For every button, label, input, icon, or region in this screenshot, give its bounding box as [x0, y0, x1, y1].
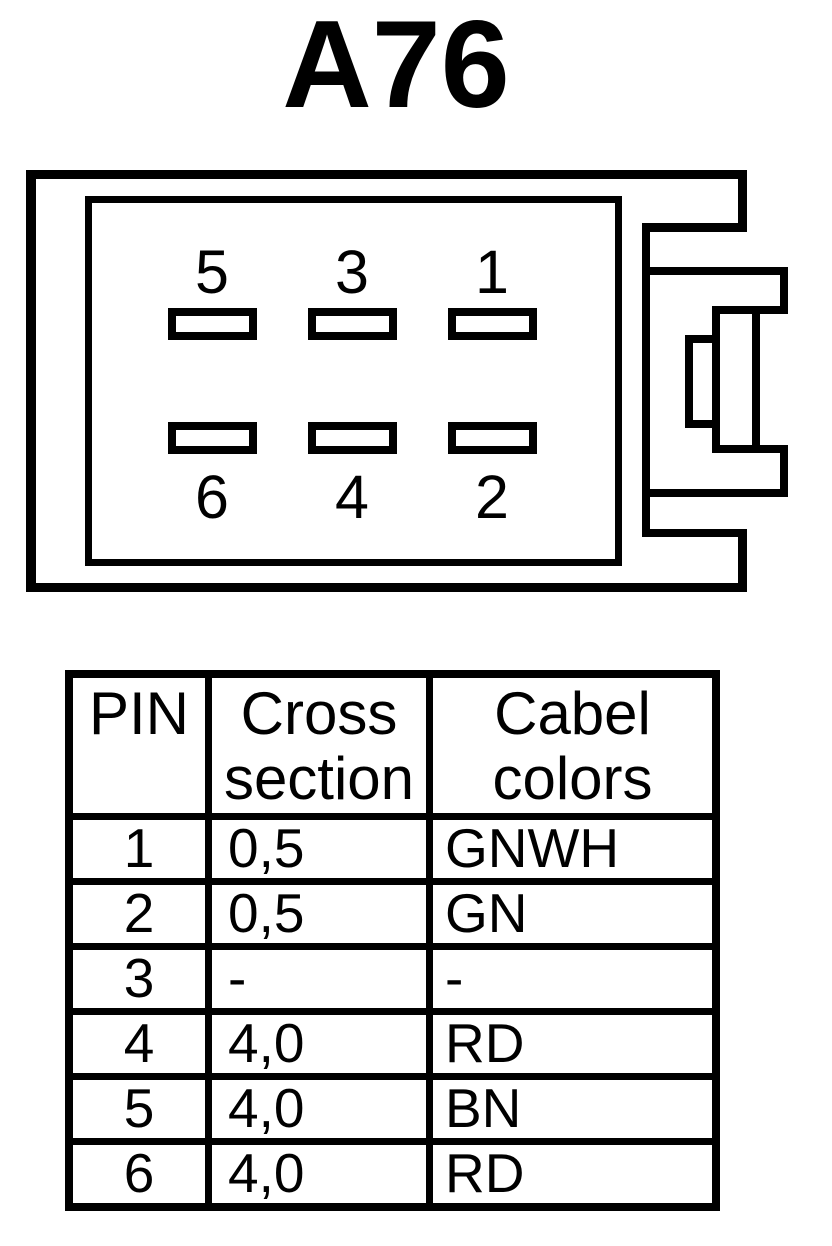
cross-section-cell: 4,0: [212, 1015, 433, 1073]
cable-color-cell: -: [445, 950, 464, 1008]
cable-color-cell: GN: [445, 885, 528, 943]
pin-slot: [448, 308, 537, 340]
connector-outline: [26, 170, 788, 592]
cross-section-cell: 0,5: [212, 820, 433, 878]
pin-slot: [308, 422, 397, 454]
pin-number-label: 2: [475, 463, 509, 531]
pin-slot: [168, 308, 257, 340]
pin-number-label: 3: [335, 238, 369, 306]
table-row: 2 0,5 GN: [73, 878, 712, 943]
pinout-table: PIN Cross section Cabel colors 1 0,5 GNW…: [65, 670, 720, 1211]
pin-number-label: 6: [195, 463, 229, 531]
cross-section-cell: 4,0: [212, 1145, 433, 1203]
cable-colors-column-header: Cabel colors: [492, 680, 653, 812]
table-row: 1 0,5 GNWH: [73, 813, 712, 878]
cable-color-cell: RD: [445, 1015, 525, 1073]
pin-slot: [308, 308, 397, 340]
connector-title: A76: [282, 0, 510, 134]
pin-cell: 3: [73, 950, 212, 1008]
connector-diagram: [26, 170, 788, 592]
pin-slots: [168, 308, 537, 454]
cross-section-column-header: Cross section: [212, 678, 433, 813]
pin-column-header: PIN: [73, 678, 212, 813]
table-row: 5 4,0 BN: [73, 1073, 712, 1138]
pin-cell: 5: [73, 1080, 212, 1138]
table-row: 3 - -: [73, 943, 712, 1008]
cross-section-cell: 4,0: [212, 1080, 433, 1138]
table-row: 6 4,0 RD: [73, 1138, 712, 1203]
pin-cell: 2: [73, 885, 212, 943]
cable-color-cell: GNWH: [445, 820, 620, 878]
cross-section-cell: 0,5: [212, 885, 433, 943]
cable-color-cell: BN: [445, 1080, 522, 1138]
pin-cell: 4: [73, 1015, 212, 1073]
pin-slot: [168, 422, 257, 454]
pin-number-label: 5: [195, 238, 229, 306]
table-row: 4 4,0 RD: [73, 1008, 712, 1073]
cross-section-cell: -: [212, 950, 433, 1008]
pin-cell: 6: [73, 1145, 212, 1203]
table-header-row: PIN Cross section Cabel colors: [73, 678, 712, 813]
pin-cell: 1: [73, 820, 212, 878]
pin-number-label: 1: [475, 238, 509, 306]
cable-color-cell: RD: [445, 1145, 525, 1203]
pin-number-label: 4: [335, 463, 369, 531]
pin-slot: [448, 422, 537, 454]
